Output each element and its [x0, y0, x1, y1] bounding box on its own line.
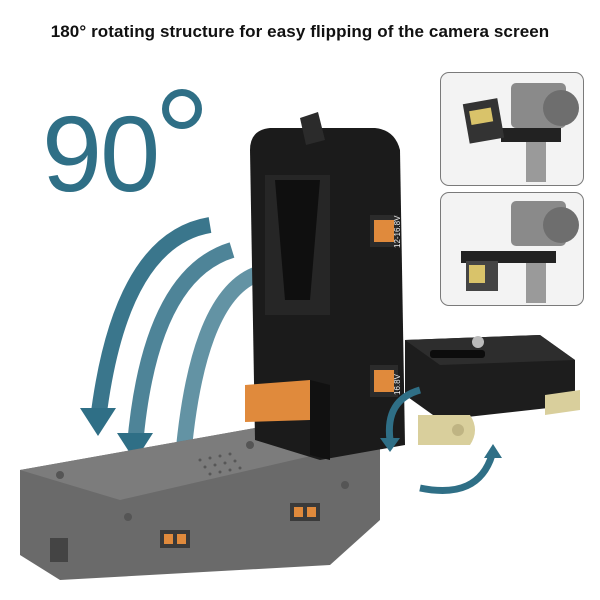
- quick-release-clamp: [405, 335, 580, 445]
- v-mount-plate: [245, 112, 405, 460]
- base-plate: [20, 420, 380, 580]
- inset-flipped-view: [440, 72, 584, 186]
- inset-normal-view: [440, 192, 584, 306]
- port-voltage-label-upper: 12-16.8V: [393, 215, 402, 248]
- headline: 180° rotating structure for easy flippin…: [50, 22, 550, 41]
- angle-number: 90: [42, 93, 160, 214]
- degree-symbol-icon: [162, 89, 203, 129]
- port-voltage-label-lower: 16.8V: [393, 374, 402, 395]
- camera-icon: [462, 83, 579, 182]
- rotation-arrows-icon: [90, 217, 259, 471]
- angle-label: 90: [42, 89, 203, 208]
- camera-icon: [461, 201, 579, 303]
